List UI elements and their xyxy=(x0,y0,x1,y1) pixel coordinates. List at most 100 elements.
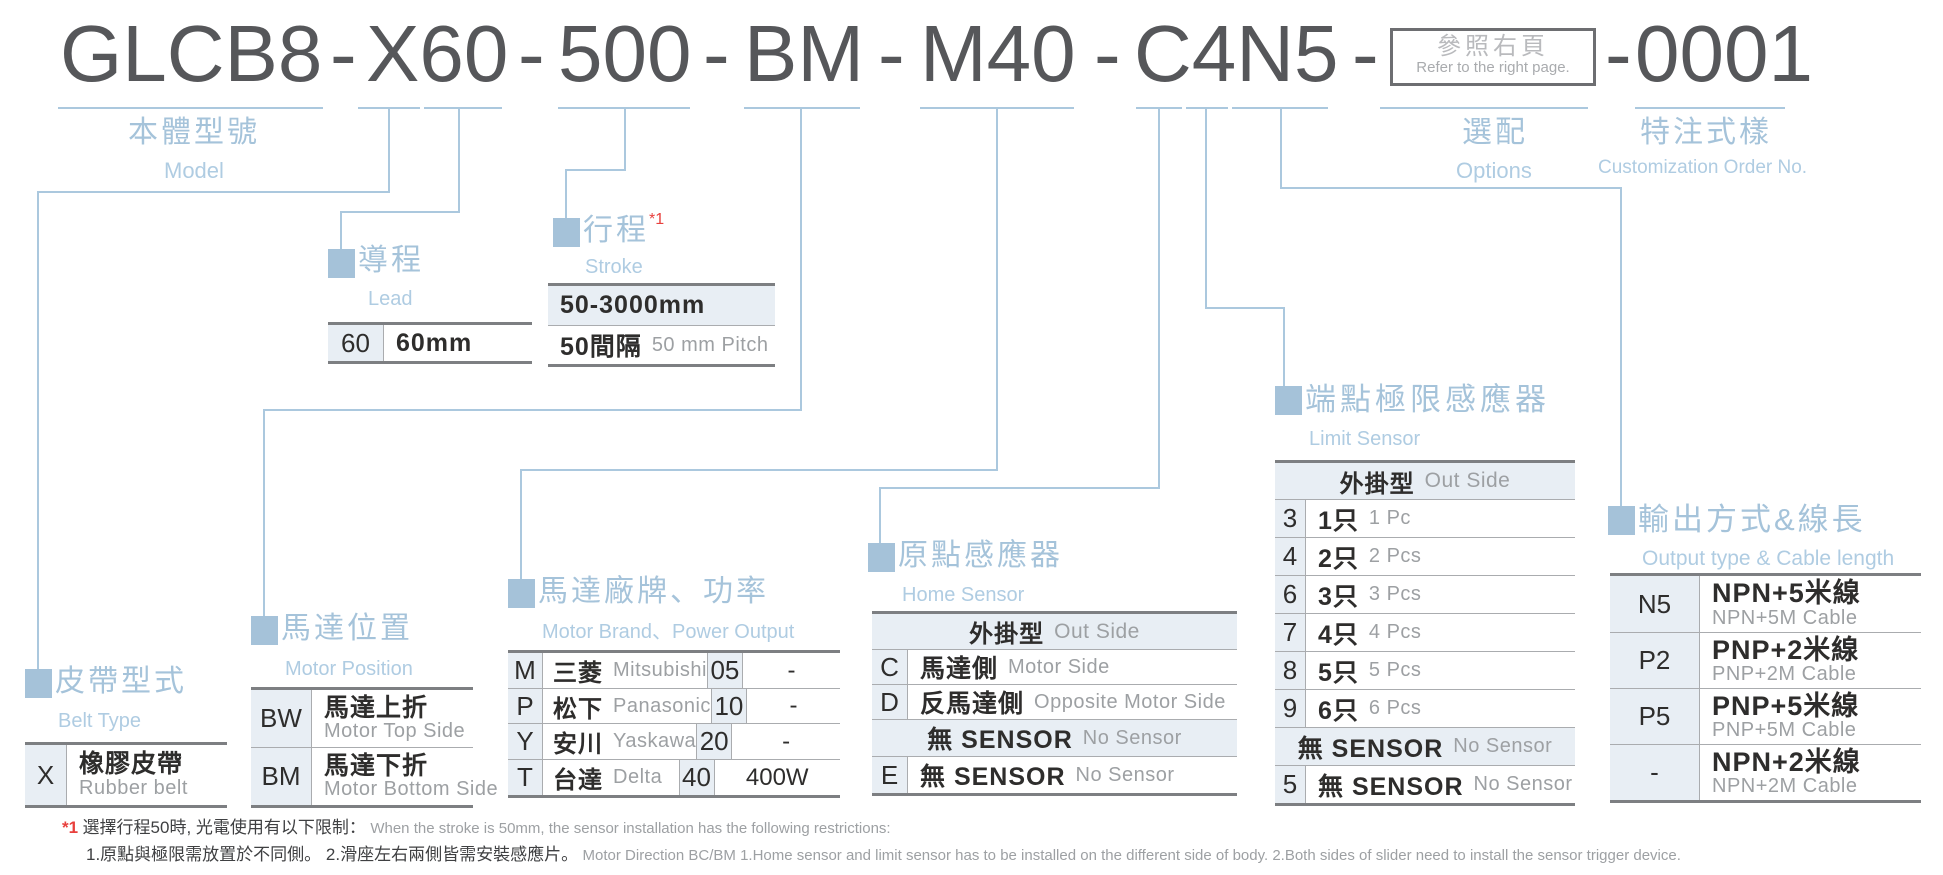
brand-zh: 台達 xyxy=(553,767,603,794)
header-zh: 外掛型 xyxy=(969,621,1045,648)
desc-cell: 馬達下折 Motor Bottom Side xyxy=(312,748,498,805)
output-zh: NPN+2米線 xyxy=(1712,746,1861,777)
footnote-1-en: When the stroke is 50mm, the sensor inst… xyxy=(370,820,891,837)
footnote-2-en: Motor Direction BC/BM 1.Home sensor and … xyxy=(582,847,1681,864)
options-reference-box: 參照右頁 Refer to the right page. xyxy=(1390,28,1596,86)
model-label-en: Model xyxy=(164,158,224,183)
brand-en: Yaskawa xyxy=(613,730,697,752)
section-marker-icon xyxy=(553,218,580,247)
output-en: NPN+2M Cable xyxy=(1712,775,1858,798)
code-cell: T xyxy=(508,760,543,795)
section-marker-icon xyxy=(251,616,278,645)
power-code-cell: 40 xyxy=(678,760,715,795)
limit-sensor-en: No Sensor xyxy=(1453,735,1553,757)
connector-line xyxy=(520,469,998,471)
section-marker-icon xyxy=(25,669,52,698)
limit-sensor-zh: 2只 xyxy=(1318,544,1359,573)
code-cell: 3 xyxy=(1275,500,1306,537)
code-cell: 60 xyxy=(328,325,384,361)
connector-line xyxy=(340,211,342,251)
limit-sensor-zh: 無 SENSOR xyxy=(1297,734,1444,763)
footnote-1-zh: 選擇行程50時, 光電使用有以下限制： xyxy=(82,818,366,837)
connector-line xyxy=(879,487,1160,489)
section-marker-icon xyxy=(508,579,535,608)
limit-sensor-en: 6 Pcs xyxy=(1368,697,1422,719)
home-sensor-label-en: Home Sensor xyxy=(902,584,1025,606)
table-row: X 橡膠皮帶 Rubber belt xyxy=(25,745,227,805)
output-table: N5 NPN+5米線 NPN+5M Cable P2 PNP+2米線 PNP+2… xyxy=(1610,573,1921,803)
desc-cell: PNP+5米線 PNP+5M Cable xyxy=(1700,689,1921,744)
title-dash: - xyxy=(518,9,545,98)
table-row: P2 PNP+2米線 PNP+2M Cable xyxy=(1610,632,1921,688)
underline-limit-sensor xyxy=(1186,107,1228,109)
motor-position-label-zh: 馬達位置 xyxy=(281,612,413,645)
limit-sensor-zh: 3只 xyxy=(1318,582,1359,611)
home-sensor-en: No Sensor xyxy=(1075,763,1175,786)
belt-zh: 橡膠皮帶 xyxy=(79,750,184,779)
home-sensor-zh: 無 SENSOR xyxy=(920,763,1066,791)
connector-line xyxy=(388,109,390,193)
code-cell: M xyxy=(508,653,543,688)
power-cell: - xyxy=(787,656,796,684)
section-marker-icon xyxy=(1275,386,1302,415)
options-reference-en: Refer to the right page. xyxy=(1416,59,1570,77)
connector-line xyxy=(263,409,802,411)
power-cell: - xyxy=(789,692,798,719)
motor-position-table: BW 馬達上折 Motor Top Side BM 馬達下折 Motor Bot… xyxy=(251,687,498,808)
motor-brand-label-en: Motor Brand、Power Output xyxy=(542,621,795,643)
desc-cell: 馬達上折 Motor Top Side xyxy=(312,690,473,747)
motor-position-zh: 馬達上折 xyxy=(324,693,429,722)
home-sensor-en: Opposite Motor Side xyxy=(1034,690,1226,713)
connector-line xyxy=(1158,109,1160,489)
lead-value: 60mm xyxy=(396,328,473,357)
underline-model xyxy=(58,107,323,109)
title-dash: - xyxy=(1352,9,1379,98)
output-zh: NPN+5米線 xyxy=(1712,578,1861,609)
options-label-en: Options xyxy=(1456,158,1532,183)
table-row: - NPN+2米線 NPN+2M Cable xyxy=(1610,744,1921,800)
underline-stroke xyxy=(558,107,690,109)
connector-line xyxy=(37,191,390,193)
options-label-zh: 選配 xyxy=(1462,116,1528,149)
model-code-motor-brand: M40 xyxy=(920,9,1076,98)
section-marker-icon xyxy=(868,543,895,572)
code-cell: BM xyxy=(251,748,312,805)
header-zh: 外掛型 xyxy=(1339,470,1415,498)
stroke-label-en: Stroke xyxy=(585,256,643,278)
table-row: N5 NPN+5米線 NPN+5M Cable xyxy=(1610,576,1921,632)
connector-line xyxy=(565,169,626,171)
limit-sensor-zh: 6只 xyxy=(1318,696,1359,725)
motor-position-en: Motor Bottom Side xyxy=(324,778,499,801)
connector-line xyxy=(1205,307,1285,309)
footnote-line-2: 1.原點與極限需放置於不同側。 2.滑座左右兩側皆需安裝感應片。 Motor D… xyxy=(86,844,1681,867)
power-cell: 400W xyxy=(745,763,809,791)
limit-sensor-en: 1 Pc xyxy=(1368,507,1411,529)
connector-line xyxy=(996,109,998,471)
connector-line xyxy=(37,191,39,671)
connector-line xyxy=(624,109,626,171)
limit-sensor-en: 5 Pcs xyxy=(1368,659,1422,681)
underline-home-sensor xyxy=(1136,107,1182,109)
desc-cell: 橡膠皮帶 Rubber belt xyxy=(67,745,227,805)
output-label-en: Output type & Cable length xyxy=(1642,547,1895,570)
home-sensor-en: No Sensor xyxy=(1082,726,1182,749)
code-cell: 6 xyxy=(1275,576,1306,613)
title-dash: - xyxy=(878,9,905,98)
